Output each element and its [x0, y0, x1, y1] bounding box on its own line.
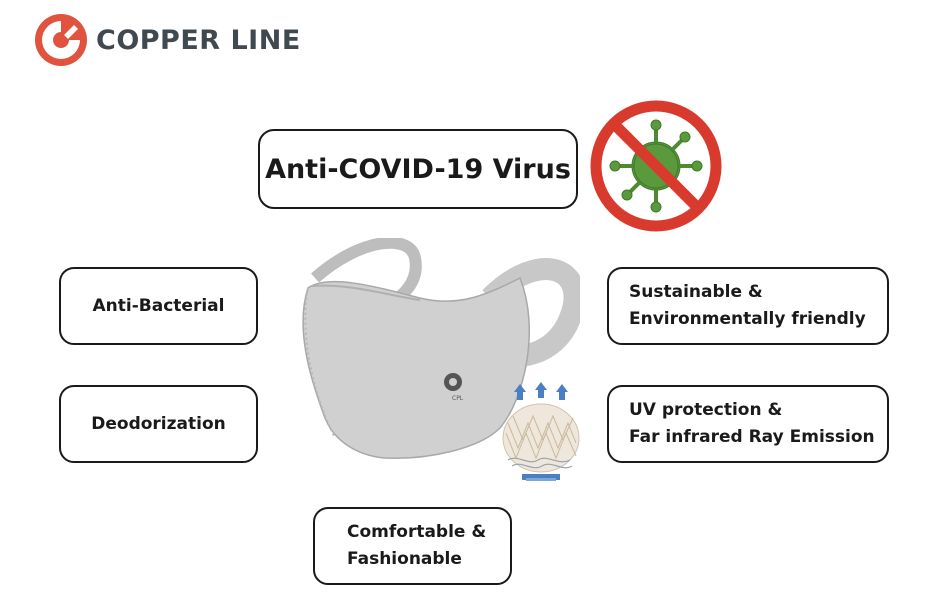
headline-box: Anti-COVID-19 Virus — [258, 129, 578, 209]
feature-label-line: Fashionable — [347, 549, 462, 569]
feature-label-line: Comfortable & — [347, 522, 487, 542]
svg-text:CPL: CPL — [452, 395, 464, 402]
feature-label: Deodorization — [91, 413, 226, 434]
brand-logo: COPPER LINE — [34, 12, 314, 68]
headline-text: Anti-COVID-19 Virus — [265, 153, 571, 185]
feature-uv-protection: UV protection & Far infrared Ray Emissio… — [607, 385, 889, 463]
feature-sustainable: Sustainable & Environmentally friendly — [607, 267, 889, 345]
feature-label-line: UV protection & — [629, 400, 783, 420]
feature-label-line: Sustainable & — [629, 282, 763, 302]
feature-label: Anti-Bacterial — [92, 295, 225, 316]
feature-label-line: Environmentally friendly — [629, 309, 866, 329]
feature-anti-bacterial: Anti-Bacterial — [59, 267, 258, 345]
brand-name: COPPER LINE — [96, 24, 301, 56]
feature-comfortable: Comfortable & Fashionable — [313, 507, 512, 585]
face-mask-image: CPL — [302, 238, 580, 459]
copper-line-logo-icon — [35, 14, 87, 66]
no-virus-icon — [590, 100, 722, 232]
feature-label-line: Far infrared Ray Emission — [629, 427, 875, 447]
feature-deodorization: Deodorization — [59, 385, 258, 463]
fabric-layer-icon — [502, 382, 580, 481]
